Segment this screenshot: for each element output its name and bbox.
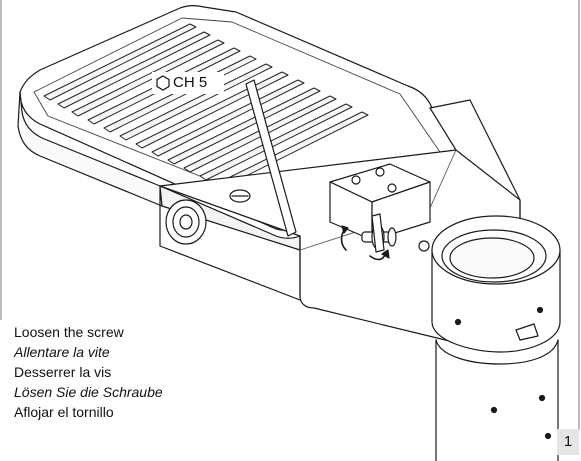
wrench-size-label: CH 5 <box>173 74 208 91</box>
step-number: 1 <box>557 429 579 455</box>
clamp-block <box>329 163 431 241</box>
wrench-size-callout: CH 5 <box>152 72 224 94</box>
instruction-en: Loosen the screw <box>14 324 124 340</box>
instruction-fr: Desserrer la vis <box>14 364 112 380</box>
side-knob <box>165 199 207 245</box>
instruction-es: Aflojar el tornillo <box>14 404 114 420</box>
page-frame-left <box>0 0 2 320</box>
hex-nut-icon <box>156 75 170 91</box>
page-frame-right <box>578 0 580 430</box>
hex-key <box>245 79 297 237</box>
pole <box>435 339 559 461</box>
pole-cap <box>418 215 561 353</box>
instruction-it: Allentare la vite <box>14 344 110 360</box>
housing-rim <box>33 17 441 215</box>
rotation-arrows <box>340 225 390 261</box>
instruction-de: Lösen Sie die Schraube <box>14 384 163 400</box>
